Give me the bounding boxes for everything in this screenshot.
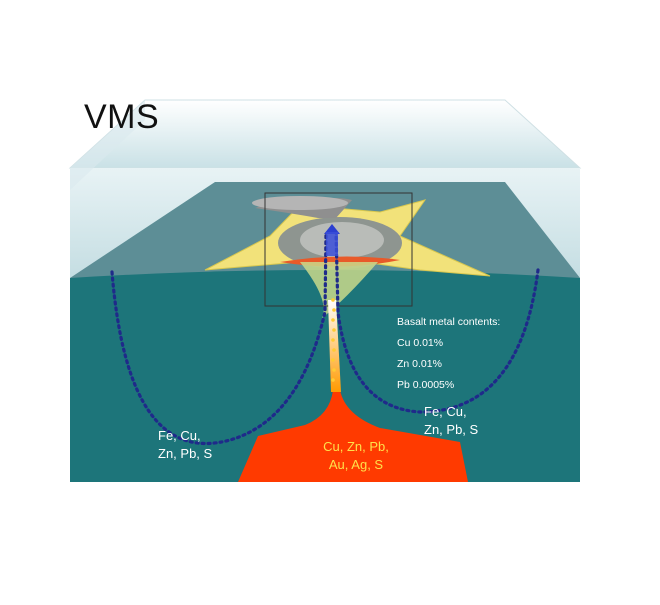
- magma-metals-line-1: Cu, Zn, Pb,: [323, 439, 389, 454]
- fluid-path-right: [334, 230, 540, 414]
- magma-chamber: [238, 390, 468, 482]
- feeder-dots: [331, 298, 336, 382]
- basalt-item-cu: Cu 0.01%: [397, 337, 444, 349]
- left-metals-label: Fe, Cu, Zn, Pb, S: [158, 427, 212, 463]
- basalt-heading: Basalt metal contents:: [397, 316, 501, 328]
- mound-core-inner: [300, 222, 384, 258]
- mound-green-zone: [300, 262, 378, 318]
- basalt-item-zn: Zn 0.01%: [397, 358, 442, 370]
- right-metals-label: Fe, Cu, Zn, Pb, S: [424, 403, 478, 439]
- right-metals-line-1: Fe, Cu,: [424, 404, 467, 419]
- smoke-cloud: [252, 196, 348, 210]
- crust-front: [70, 270, 580, 482]
- left-metals-line-2: Zn, Pb, S: [158, 446, 213, 461]
- right-metals-line-2: Zn, Pb, S: [424, 422, 479, 437]
- magma-metals-line-2: Au, Ag, S: [328, 457, 384, 472]
- magma-metals-label: Cu, Zn, Pb, Au, Ag, S: [306, 438, 406, 474]
- left-metals-line-1: Fe, Cu,: [158, 428, 201, 443]
- fluid-vent-column: [326, 232, 338, 256]
- water-box-left-face: [70, 100, 145, 190]
- fluid-arrow-head: [324, 224, 340, 234]
- fluid-path-left: [110, 230, 328, 446]
- basalt-metal-contents: Basalt metal contents: Cu 0.01% Zn 0.01%…: [397, 316, 500, 400]
- diagram-title: VMS: [84, 98, 160, 136]
- basalt-item-pb: Pb 0.0005%: [397, 379, 455, 391]
- feeder-conduit: [328, 300, 341, 392]
